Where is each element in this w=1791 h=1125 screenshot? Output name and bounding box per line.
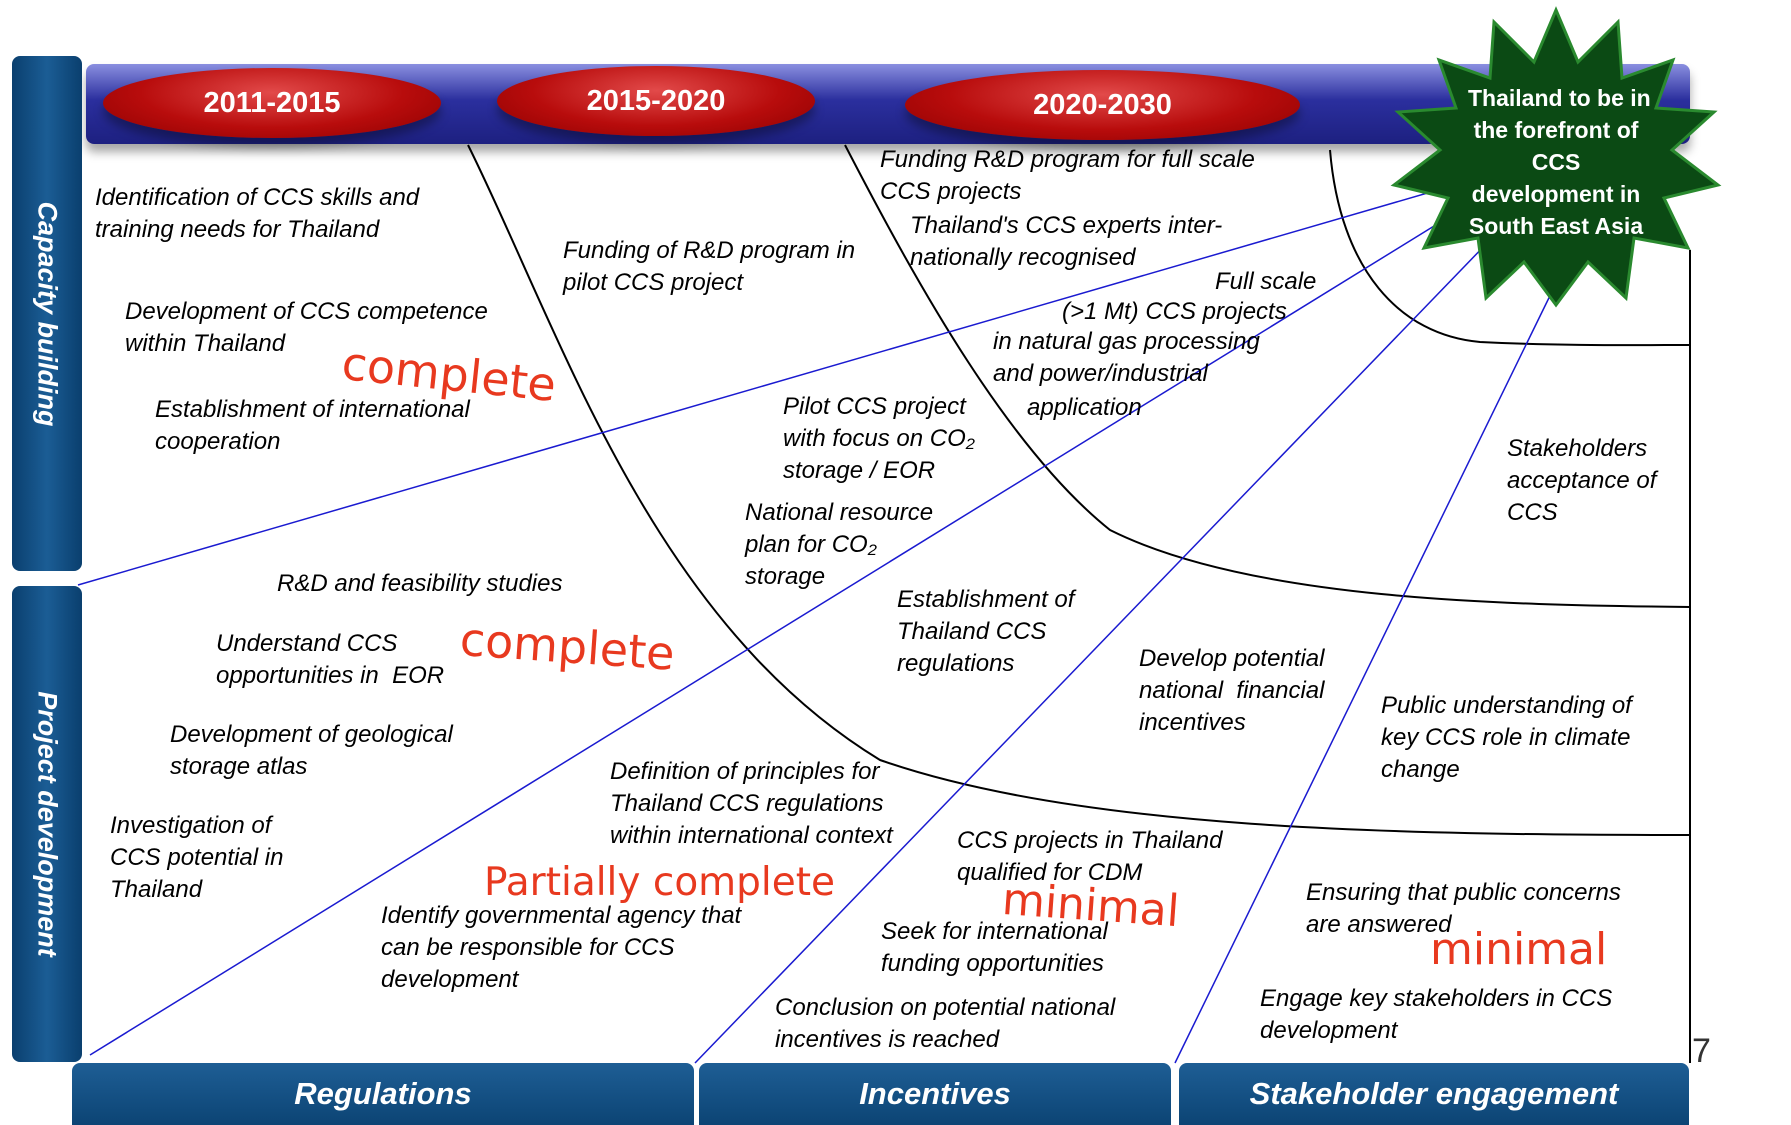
item-funding-full: Funding R&D program for full scale CCS p… <box>880 146 1255 205</box>
sidebar-project-development: Project development <box>12 586 82 1062</box>
item-reg-agency: Identify governmental agency that can be… <box>381 902 742 993</box>
sidebar-label-project-development: Project development <box>32 691 63 957</box>
bottom-label-stakeholder-engagement: Stakeholder engagement <box>1249 1076 1619 1111</box>
item-investigation: Investigation of CCS potential in Thaila… <box>110 812 284 903</box>
diagonal-stakeholders <box>1174 264 1566 1064</box>
item-pilot: Pilot CCS project with focus on CO₂ stor… <box>783 393 975 484</box>
item-reg-principles: Definition of principles for Thailand CC… <box>610 758 893 849</box>
item-rd: R&D and feasibility studies <box>277 570 563 597</box>
item-inc-conclusion: Conclusion on potential national incenti… <box>775 994 1116 1053</box>
item-full-scale-4: application <box>1027 394 1142 421</box>
item-resource-plan: National resource plan for CO₂ storage <box>745 499 934 590</box>
bottom-label-incentives: Incentives <box>859 1076 1011 1111</box>
item-inc-funding: Seek for international funding opportuni… <box>881 918 1108 977</box>
item-inc-cdm: CCS projects in Thailand qualified for C… <box>957 827 1223 886</box>
page-number: 7 <box>1692 1032 1711 1070</box>
status-partially-complete: Partially complete <box>484 860 836 905</box>
curve-2015-boundary <box>467 144 1691 836</box>
diagonal-incentives <box>694 239 1491 1064</box>
item-funding-pilot: Funding of R&D program in pilot CCS proj… <box>563 237 856 296</box>
item-competence: Development of CCS competence within Tha… <box>125 298 488 357</box>
bottom-label-regulations: Regulations <box>294 1076 472 1111</box>
item-stk-concerns: Ensuring that public concerns are answer… <box>1306 879 1621 938</box>
item-stk-acceptance: Stakeholders acceptance of CCS <box>1507 435 1657 526</box>
item-experts: Thailand's CCS experts inter- nationally… <box>910 212 1223 271</box>
item-eor: Understand CCS opportunities in EOR <box>216 630 445 689</box>
bottom-bar-incentives: Incentives <box>699 1063 1171 1125</box>
period-oval-2011-2015: 2011-2015 <box>103 68 441 138</box>
item-skills: Identification of CCS skills and trainin… <box>95 184 420 243</box>
item-stk-engage: Engage key stakeholders in CCS developme… <box>1260 985 1613 1044</box>
period-oval-2015-2020: 2015-2020 <box>497 66 815 136</box>
item-full-scale-3: in natural gas processing and power/indu… <box>993 328 1260 387</box>
goal-text: Thailand to be in the forefront of CCS d… <box>1468 85 1651 239</box>
goal-star: Thailand to be in the forefront of CCS d… <box>1388 0 1724 310</box>
item-atlas: Development of geological storage atlas <box>170 721 453 780</box>
diagonal-regulations <box>89 209 1461 1056</box>
sidebar-capacity-building: Capacity building <box>12 56 82 571</box>
sidebar-label-capacity-building: Capacity building <box>32 200 63 427</box>
item-inc-financial: Develop potential national financial inc… <box>1139 645 1325 736</box>
curve-2020-boundary <box>844 144 1691 608</box>
curve-goal-boundary <box>1329 149 1691 347</box>
period-oval-2020-2030: 2020-2030 <box>905 70 1300 140</box>
status-minimal-stakeholders: minimal <box>1430 924 1608 975</box>
star-burst-icon <box>1390 6 1722 308</box>
item-full-scale-1: Full scale <box>1215 268 1317 295</box>
item-international: Establishment of international cooperati… <box>155 396 470 455</box>
diagonal-capacity <box>77 184 1456 586</box>
bottom-bar-stakeholder-engagement: Stakeholder engagement <box>1179 1063 1689 1125</box>
item-stk-understanding: Public understanding of key CCS role in … <box>1381 692 1632 783</box>
bottom-bar-regulations: Regulations <box>72 1063 694 1125</box>
item-reg-establishment: Establishment of Thailand CCS regulation… <box>897 586 1075 677</box>
item-full-scale-2: (>1 Mt) CCS projects <box>1062 298 1287 325</box>
